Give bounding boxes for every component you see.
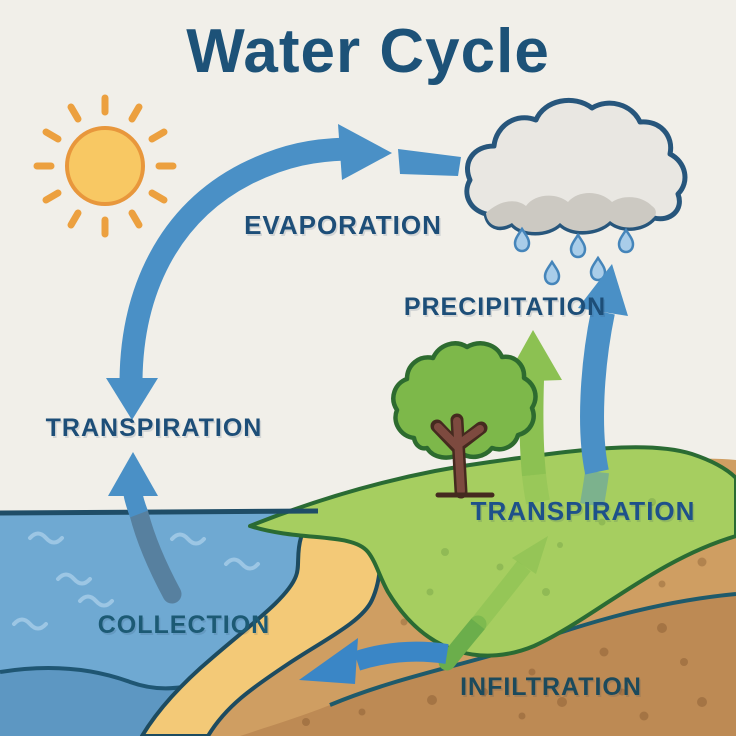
cloud-icon	[464, 97, 688, 236]
label-precipitation: PRECIPITATION	[403, 293, 607, 321]
label-evaporation: EVAPORATION	[244, 210, 442, 240]
label-collection: COLLECTION	[97, 611, 271, 639]
label-transpiration-left: TRANSPIRATION	[45, 414, 263, 442]
sun-icon	[33, 94, 177, 238]
infiltration-arrow	[299, 638, 449, 684]
tree-icon	[391, 341, 538, 499]
tree-trunk	[434, 417, 484, 495]
diagram-title: Water Cycle	[186, 17, 550, 86]
collection-up-arrow	[108, 452, 182, 604]
green-hill	[248, 445, 736, 658]
label-transpiration-right: TRANSPIRATION	[470, 496, 696, 526]
label-infiltration: INFILTRATION	[460, 673, 642, 701]
soil-lower-layer	[240, 557, 736, 736]
raindrops	[513, 226, 635, 286]
water-body	[0, 512, 318, 736]
hill-speckles	[426, 498, 656, 596]
precipitation-up-arrow	[578, 264, 628, 507]
soil-to-hill-green-arrow	[438, 536, 548, 671]
water-surface-line	[0, 508, 319, 516]
evaporation-arrow-dash	[398, 149, 461, 176]
evaporation-arrow	[106, 124, 461, 420]
wave-marks	[12, 531, 260, 631]
